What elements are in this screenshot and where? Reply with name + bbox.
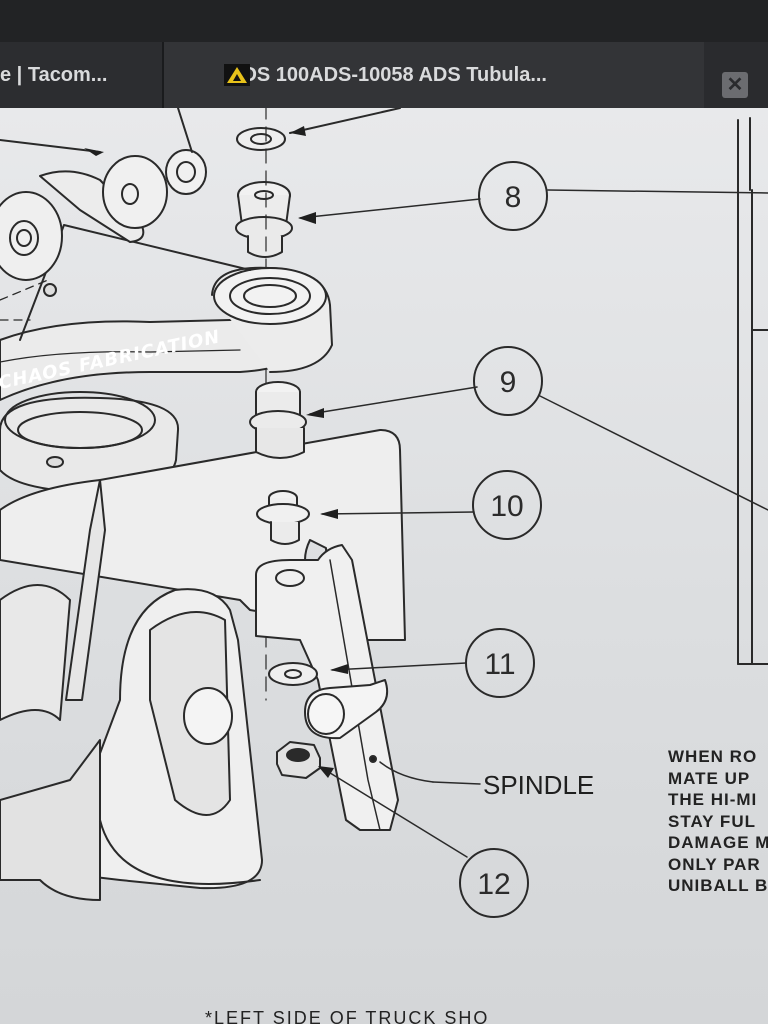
callout-12-number: 12: [477, 868, 510, 901]
tab-ads-tubular[interactable]: ADS 100ADS-10058 ADS Tubula...: [164, 42, 704, 108]
warning-line: UNIBALL B: [668, 876, 768, 895]
leader-line: [539, 395, 768, 511]
warning-line: WHEN RO: [668, 747, 758, 766]
leader-line: [309, 386, 478, 415]
warning-line: THE HI-MI: [668, 790, 758, 809]
arrowhead: [290, 126, 306, 136]
warning-line: ONLY PAR: [668, 854, 761, 874]
leader-line: [299, 198, 481, 219]
arrowhead: [306, 408, 324, 418]
warning-line: DAMAGE M: [668, 833, 768, 852]
leader-line: [331, 662, 467, 671]
browser-chrome: [0, 0, 768, 50]
tab-strip: e | Tacom... ADS 100ADS-10058 ADS Tubula…: [0, 42, 768, 108]
tab-ads-label: ADS 100ADS-10058 ADS Tubula...: [228, 63, 547, 86]
callout-12: 12: [459, 848, 529, 918]
callout-8: 8: [478, 161, 548, 231]
exploded-assembly-drawing: CHAOS FABRICATION 8 9 10 11 12 SPINDLE: [0, 108, 768, 918]
arrowhead: [318, 766, 334, 778]
arrowhead: [330, 664, 348, 674]
spindle-label: SPINDLE: [483, 770, 594, 800]
warning-note: WHEN RO MATE UP THE HI-MI STAY FUL DAMAG…: [668, 746, 768, 897]
tab-tacoma-label: e | Tacom...: [0, 63, 108, 86]
footer-note: *LEFT SIDE OF TRUCK SHO: [205, 1008, 490, 1024]
close-icon: ✕: [726, 74, 744, 96]
callout-10-number: 10: [490, 490, 523, 523]
leader-line: [321, 767, 468, 858]
arrowhead: [298, 212, 316, 224]
warning-line: STAY FUL: [668, 811, 756, 831]
callout-9-number: 9: [500, 366, 517, 399]
callout-10: 10: [472, 470, 542, 540]
ads-logo-icon: [224, 64, 250, 86]
callout-9: 9: [473, 346, 543, 416]
warning-line: MATE UP: [668, 768, 751, 788]
callout-11: 11: [465, 628, 535, 698]
close-tab-button[interactable]: ✕: [722, 72, 748, 98]
arrowhead: [320, 509, 338, 519]
arrowhead: [84, 148, 104, 156]
pdf-viewport[interactable]: CHAOS FABRICATION 8 9 10 11 12 SPINDLE W…: [0, 108, 768, 1024]
leader-line: [432, 781, 481, 785]
leader-line: [321, 511, 475, 515]
tab-tacoma[interactable]: e | Tacom...: [0, 42, 164, 108]
callout-11-number: 11: [484, 648, 515, 681]
callout-8-number: 8: [505, 181, 522, 214]
leader-line: [547, 189, 768, 194]
